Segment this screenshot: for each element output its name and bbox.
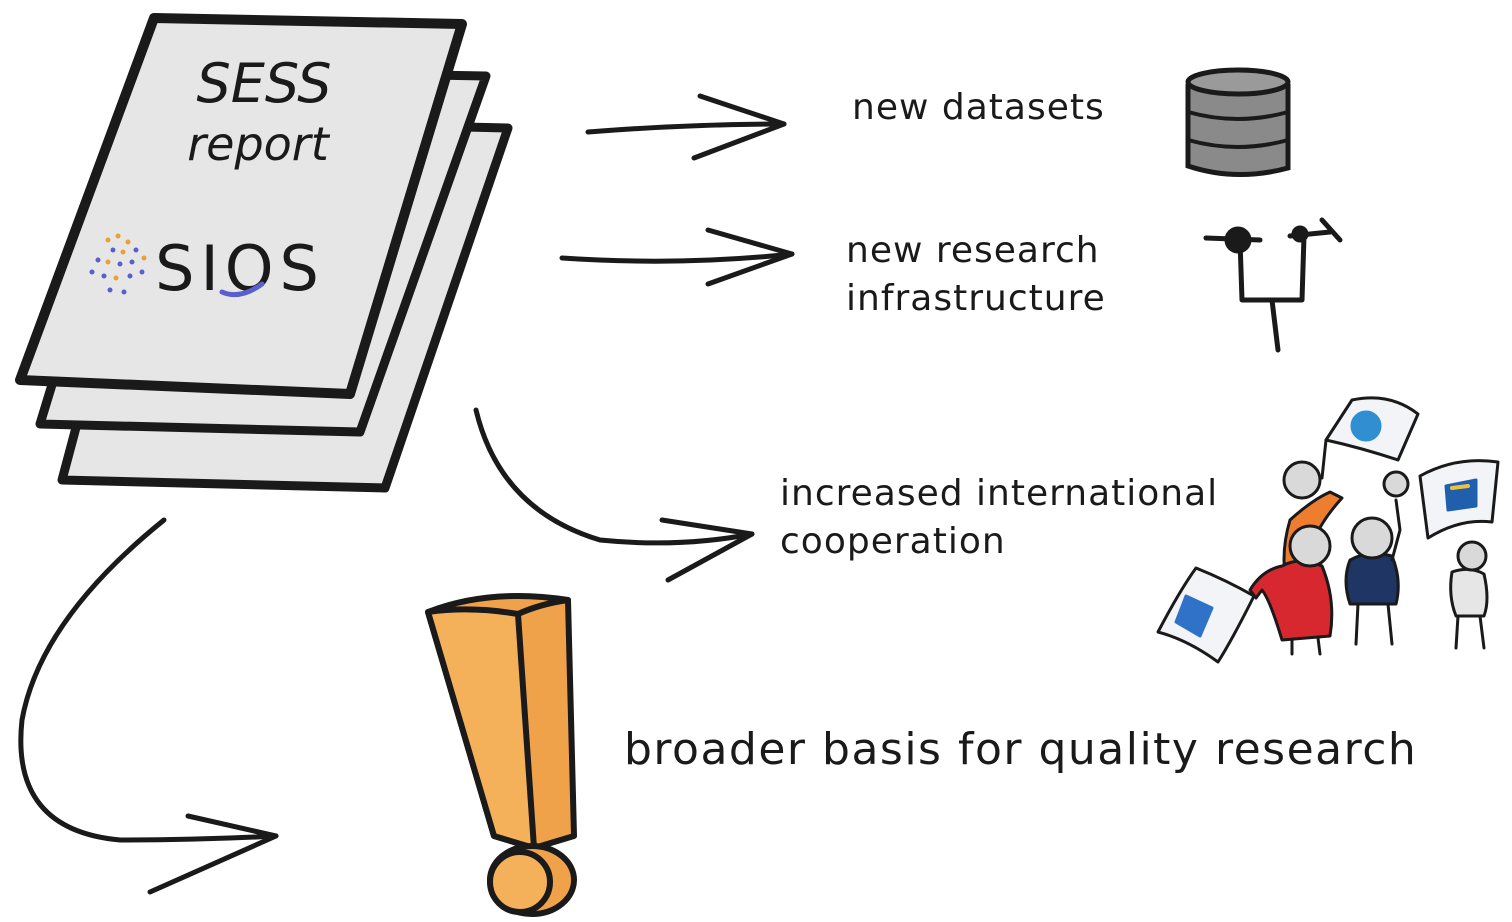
sensor-mast-icon: [1203, 217, 1343, 353]
stacked-documents-icon: SESS report SIOS: [15, 13, 513, 493]
label-new-datasets: new datasets: [852, 87, 1105, 128]
report-title-line1: SESS: [196, 52, 331, 115]
report-title-line2: report: [187, 117, 330, 171]
label-infrastructure-line1: new research: [846, 230, 1100, 271]
database-icon: [1185, 67, 1291, 178]
sios-logo-dots: [89, 233, 147, 295]
label-broader-basis: broader basis for quality research: [624, 724, 1418, 775]
label-new-research-infrastructure: new research infrastructure: [846, 227, 1106, 323]
people-with-flags-icon: [1156, 396, 1500, 664]
arrow-icon: [18, 93, 795, 895]
label-infrastructure-line2: infrastructure: [846, 278, 1106, 319]
label-increased-international-cooperation: increased international cooperation: [780, 470, 1218, 566]
label-cooperation-line2: cooperation: [780, 521, 1006, 562]
exclamation-mark-icon: [425, 593, 577, 917]
label-cooperation-line1: increased international: [780, 473, 1219, 514]
sios-logo-swoosh: [219, 281, 265, 298]
